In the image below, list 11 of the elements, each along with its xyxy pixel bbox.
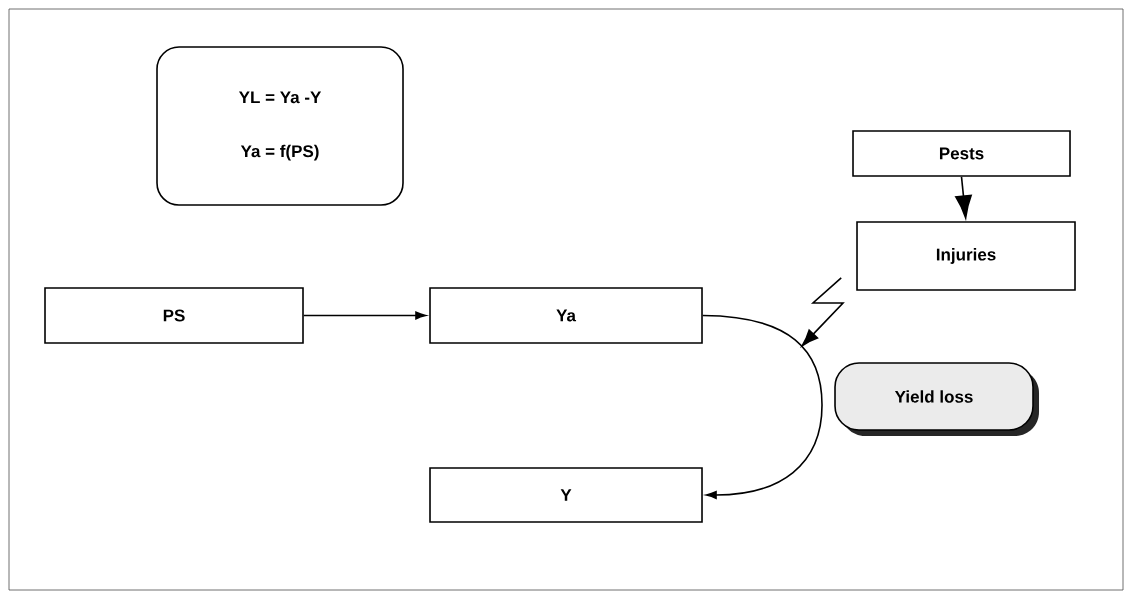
process-box: Pests [852, 130, 1071, 177]
process-box: Y [429, 467, 703, 523]
lightning-arrow [801, 277, 845, 347]
process-box: Injuries [856, 221, 1076, 291]
label-box: Yield loss [834, 362, 1039, 436]
process-box: Ya [429, 287, 703, 344]
formula-box: YL = Ya -Y Ya = f(PS) [156, 46, 404, 206]
process-box: PS [44, 287, 304, 344]
arrow [303, 311, 427, 320]
arrow [955, 176, 972, 219]
arrow [702, 314, 823, 499]
